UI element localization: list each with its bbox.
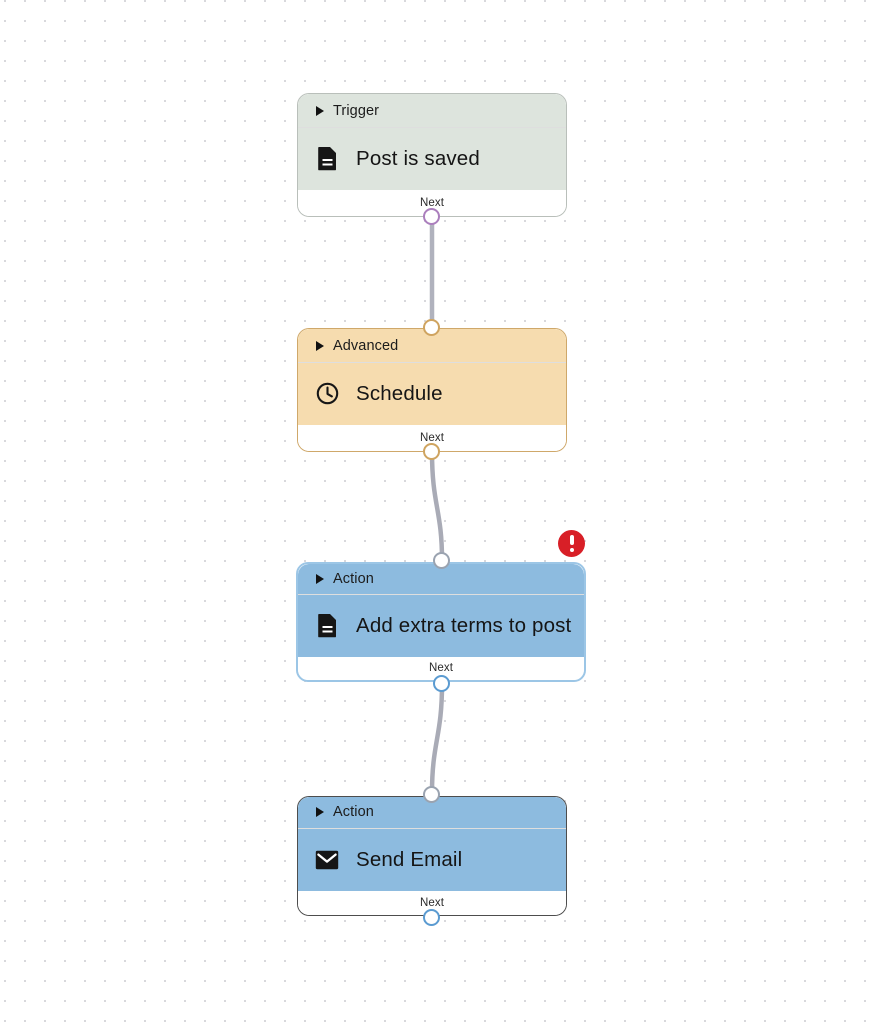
caret-right-icon[interactable] [316, 105, 324, 116]
node-advanced-schedule[interactable]: Advanced Schedule Next [297, 328, 567, 452]
header-divider [298, 362, 566, 363]
clock-icon [315, 381, 339, 407]
port-action-send-email-top[interactable] [423, 786, 440, 803]
node-category-label: Trigger [333, 102, 380, 119]
error-badge[interactable] [558, 530, 585, 557]
envelope-icon [315, 847, 339, 873]
port-advanced-bottom[interactable] [423, 443, 440, 460]
exclamation-icon [569, 535, 574, 552]
node-action-add-extra-terms-to-post[interactable]: Action Add extra terms to post Next [296, 562, 586, 682]
node-header[interactable]: Trigger [298, 94, 566, 128]
node-trigger-post-is-saved[interactable]: Trigger Post is saved Next [297, 93, 567, 217]
node-inner: Action Add extra terms to post Next [298, 564, 584, 680]
document-icon [315, 146, 339, 172]
node-footer-next[interactable]: Next [298, 656, 584, 680]
caret-right-icon[interactable] [316, 807, 324, 818]
node-title: Schedule [356, 381, 443, 405]
header-divider [298, 827, 566, 829]
header-divider [298, 127, 566, 128]
node-body[interactable]: Schedule [298, 362, 566, 425]
node-body[interactable]: Send Email [298, 828, 566, 891]
port-action-add-terms-top[interactable] [433, 552, 450, 569]
node-category-label: Action [333, 804, 374, 821]
node-inner: Action Send Email Next [298, 797, 566, 915]
node-action-send-email[interactable]: Action Send Email Next [297, 796, 567, 916]
document-icon [315, 613, 339, 639]
node-title: Post is saved [356, 146, 480, 170]
port-action-add-terms-bottom[interactable] [433, 675, 450, 692]
edge-action-add-terms-to-send-email [429, 681, 445, 796]
node-body[interactable]: Post is saved [298, 127, 566, 190]
caret-right-icon[interactable] [316, 340, 324, 351]
node-inner: Trigger Post is saved Next [298, 94, 566, 216]
node-category-label: Action [333, 570, 374, 587]
port-action-send-email-bottom[interactable] [423, 909, 440, 926]
port-trigger-bottom[interactable] [423, 208, 440, 225]
node-title: Add extra terms to post [356, 613, 572, 637]
port-advanced-top[interactable] [423, 319, 440, 336]
header-divider [298, 593, 584, 595]
edge-advanced-to-action-add-terms [429, 449, 445, 563]
node-title: Send Email [356, 847, 463, 871]
caret-right-icon[interactable] [316, 573, 324, 584]
node-category-label: Advanced [333, 337, 399, 354]
node-inner: Advanced Schedule Next [298, 329, 566, 451]
node-body[interactable]: Add extra terms to post [298, 594, 584, 657]
